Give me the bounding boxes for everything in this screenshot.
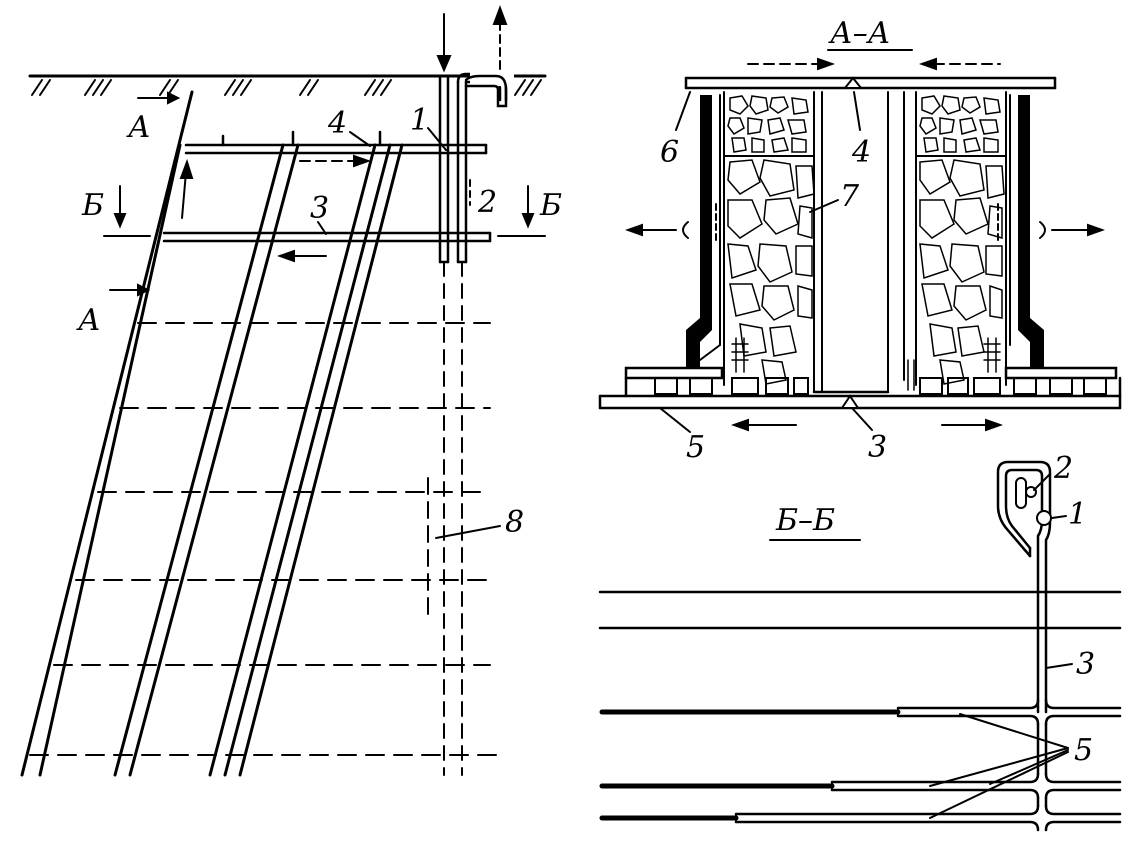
inclined-workings [20, 90, 404, 777]
drift-3 [162, 231, 492, 243]
aa-label-6: 6 [660, 135, 679, 170]
bb-leader-2 [1033, 473, 1051, 491]
bb-slot [1015, 477, 1027, 509]
section-bb-title: Б–Б [775, 503, 835, 538]
aa-right-large-rocks [919, 159, 1005, 385]
aa-side-arrow-left [625, 221, 689, 239]
label-1: 1 [410, 103, 429, 138]
bb-shaft-1 [1036, 510, 1052, 526]
section-aa: А–А [598, 16, 1122, 465]
aa-top-arrowhead-left [919, 57, 937, 71]
aa-marker-3 [840, 394, 860, 409]
aa-label-5: 5 [686, 430, 705, 465]
aa-left-ladder [731, 337, 749, 373]
label-a-top: А [126, 110, 151, 145]
aa-right-ladder [983, 337, 1001, 373]
leader-1 [427, 127, 447, 151]
bb-label-1: 1 [1068, 497, 1087, 532]
aa-leader-5 [659, 407, 691, 433]
drift-4 [184, 130, 488, 155]
drift-4-arrowhead [353, 154, 371, 168]
shaft-1-and-2 [438, 70, 514, 264]
plan-view: А А Б Б 1 2 3 4 8 [20, 5, 562, 777]
bb-shaft-2 [1025, 486, 1037, 498]
leader-4 [349, 131, 371, 147]
aa-leader-4 [853, 91, 861, 131]
air-intake-arrow [436, 13, 452, 73]
label-b-right: Б [539, 188, 562, 223]
aa-leader-3 [851, 407, 873, 431]
ground-hatching [31, 79, 542, 96]
aa-marker-4 [842, 76, 864, 89]
raise-up-arrow [179, 158, 194, 219]
bb-drift-3 [599, 796, 1122, 832]
aa-right-wall [1009, 94, 1044, 368]
bb-label-3: 3 [1076, 647, 1095, 682]
section-aa-title: А–А [828, 16, 890, 51]
aa-side-arrow-right [1039, 221, 1105, 239]
label-b-left: Б [81, 188, 104, 223]
cut-b-left [103, 185, 151, 237]
aa-label-7: 7 [840, 179, 860, 214]
aa-top-drift [684, 76, 1057, 90]
aa-leader-7 [809, 199, 839, 213]
aa-bottom-drift [598, 366, 1122, 410]
label-2: 2 [477, 185, 497, 220]
cut-b-right [497, 185, 546, 237]
label-8: 8 [505, 505, 524, 540]
cut-a-bottom [109, 283, 151, 297]
aa-right-inner-ladder [907, 359, 915, 391]
bb-leader-1 [1051, 515, 1067, 519]
aa-inner-up-arrows [715, 199, 999, 241]
aa-leader-6 [675, 91, 691, 131]
cut-a-top [137, 91, 181, 105]
label-a-bottom: А [76, 303, 101, 338]
aa-right-small-rocks [919, 95, 1001, 153]
bb-drift-1 [599, 698, 1122, 726]
aa-right-chamber [887, 91, 1007, 393]
aa-left-wall [686, 94, 721, 368]
aa-label-3: 3 [868, 430, 887, 465]
bb-label-2: 2 [1053, 451, 1073, 486]
aa-left-chamber [723, 91, 823, 393]
air-exhaust-arrowhead [492, 5, 508, 25]
drift-3-arrow [277, 249, 327, 263]
aa-label-4: 4 [851, 135, 871, 170]
shaft-continuation [443, 261, 463, 776]
level-lines [29, 322, 501, 756]
leader-8 [435, 525, 501, 539]
bb-shaft-loop [996, 460, 1052, 714]
aa-left-large-rocks [727, 159, 815, 385]
leader-3 [317, 221, 327, 235]
bb-label-5: 5 [1074, 733, 1093, 768]
aa-top-arrowhead-right [817, 57, 835, 71]
label-4: 4 [327, 106, 347, 141]
aa-bottom-arrows [731, 418, 1003, 432]
aa-left-small-rocks [727, 95, 809, 153]
bb-drift-2 [599, 722, 1122, 800]
bb-leaders-5 [929, 713, 1069, 819]
bb-leader-3 [1045, 663, 1073, 669]
label-3: 3 [310, 191, 329, 226]
section-bb: Б–Б [598, 451, 1122, 832]
